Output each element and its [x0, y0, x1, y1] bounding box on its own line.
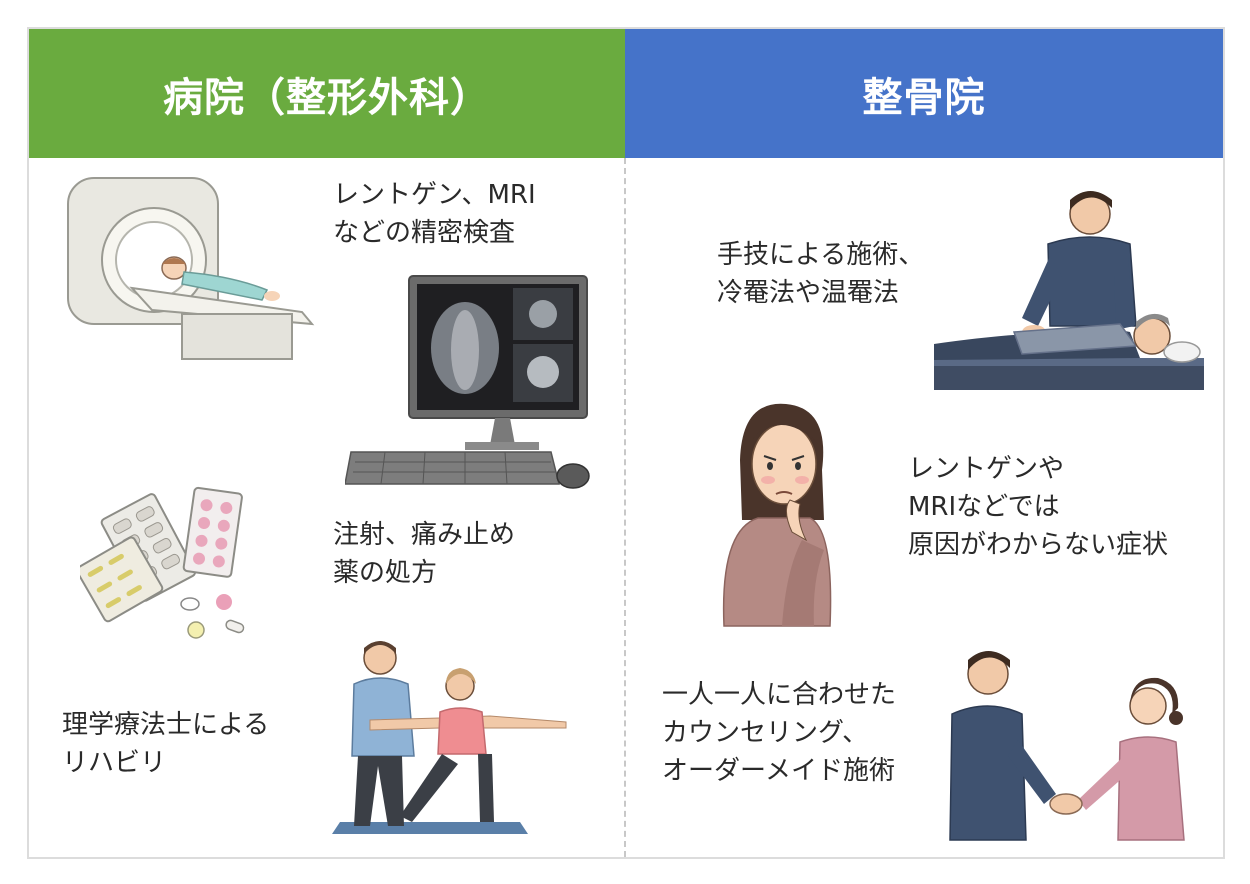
bonesetter-header: 整骨院 — [625, 29, 1223, 158]
bonesetter-title: 整骨院 — [862, 74, 986, 121]
rehabilitation-icon — [332, 641, 567, 834]
manual-treatment-icon — [934, 191, 1204, 390]
hospital-header: 病院（整形外科） — [29, 29, 625, 158]
hospital-item-1-text: レントゲン、MRI などの精密検査 — [333, 180, 536, 248]
xray-monitor-icon — [345, 275, 590, 489]
hospital-title: 病院（整形外科） — [163, 74, 491, 121]
medicine-pills-icon — [80, 486, 245, 639]
worried-woman-icon — [722, 403, 832, 627]
bonesetter-item-2-text: レントゲンや MRIなどでは 原因がわからない症状 — [908, 454, 1169, 560]
comparison-frame — [27, 27, 1225, 859]
bonesetter-item-1-text: 手技による施術、 冷罨法や温罨法 — [717, 240, 925, 308]
hospital-item-2-text: 注射、痛み止め 薬の処方 — [333, 520, 516, 588]
handshake-counseling-icon — [949, 651, 1185, 841]
hospital-item-3-text: 理学療法士による リハビリ — [62, 710, 270, 778]
mri-scanner-icon — [67, 177, 315, 360]
column-divider — [624, 158, 626, 857]
bonesetter-item-3-text: 一人一人に合わせた カウンセリング、 オーダーメイド施術 — [662, 680, 897, 786]
